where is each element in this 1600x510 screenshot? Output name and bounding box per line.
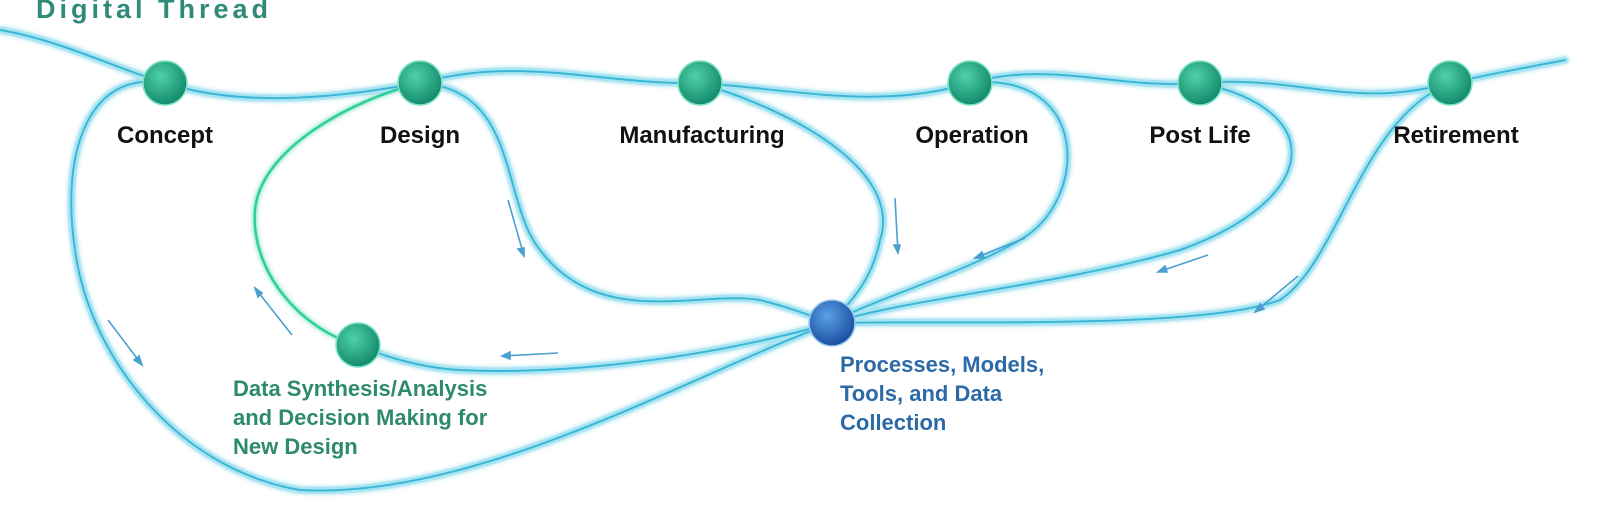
stage-label-manufacturing: Manufacturing	[619, 122, 785, 149]
node-hub	[808, 299, 856, 347]
hub-line: Tools, and Data	[840, 381, 1003, 406]
node-design	[397, 60, 443, 106]
stage-label-post-life: Post Life	[1149, 122, 1251, 149]
stage-label-concept: Concept	[117, 122, 213, 149]
node-post-life	[1177, 60, 1223, 106]
main-thread	[0, 26, 1569, 102]
operation-to-hub	[828, 78, 1071, 327]
hub-to-analysis	[354, 319, 836, 375]
stage-label-operation: Operation	[915, 122, 1029, 149]
flow-arrows	[107, 197, 1299, 367]
analysis-to-design	[253, 81, 422, 347]
flow-arrow	[254, 287, 293, 336]
flow-arrow	[501, 352, 559, 357]
hub-line: Collection	[840, 410, 947, 435]
stage-label-design: Design	[379, 122, 461, 149]
hub-line: Processes, Models,	[840, 352, 1045, 377]
node-analysis	[335, 322, 381, 368]
analysis-label: Data Synthesis/Analysis and Decision Mak…	[233, 374, 487, 461]
analysis-line: New Design	[233, 434, 358, 459]
diagram-title: Digital Thread	[36, 0, 273, 24]
hub-label: Processes, Models, Tools, and Data Colle…	[840, 350, 1044, 437]
design-to-hub	[416, 79, 836, 327]
node-manufacturing	[677, 60, 723, 106]
node-retirement	[1427, 60, 1473, 106]
flow-arrow	[894, 197, 899, 254]
flow-arrow	[507, 199, 525, 257]
node-concept	[142, 60, 188, 106]
analysis-line: Data Synthesis/Analysis	[233, 376, 488, 401]
node-operation	[947, 60, 993, 106]
analysis-line: and Decision Making for	[233, 405, 488, 430]
stage-label-retirement: Retirement	[1393, 122, 1519, 149]
